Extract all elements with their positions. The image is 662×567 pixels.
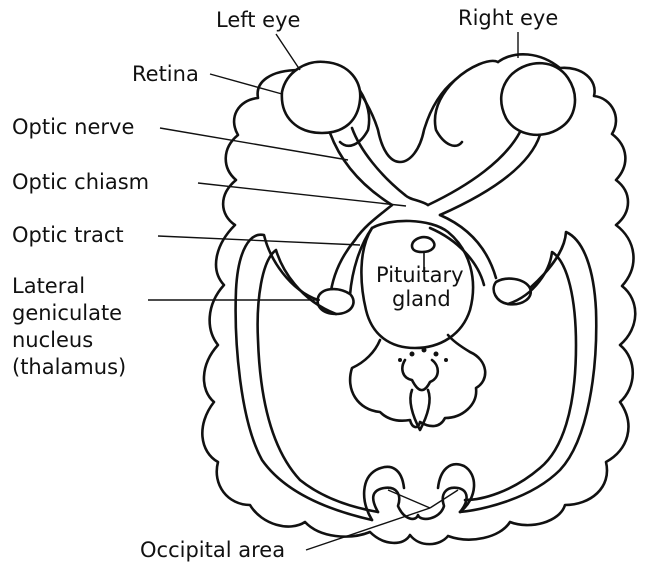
label-pituitary-line1: Pituitary [376, 263, 464, 287]
pituitary-gland-shape [412, 237, 434, 252]
right-optic-nerve [428, 132, 520, 205]
label-left-eye: Left eye [216, 8, 300, 32]
left-lgn [318, 289, 354, 314]
left-eye [282, 62, 360, 133]
label-optic-nerve: Optic nerve [12, 115, 134, 139]
label-lgn-line3: nucleus [12, 328, 93, 352]
label-lgn-line4: (thalamus) [12, 355, 126, 379]
label-lgn-line2: geniculate [12, 301, 122, 325]
label-occipital-area: Occipital area [140, 538, 285, 562]
label-optic-tract: Optic tract [12, 223, 124, 247]
label-lgn-line1: Lateral [12, 274, 85, 298]
label-pituitary-line2: gland [392, 287, 451, 311]
right-frontal-gyrus [435, 80, 462, 146]
right-eye [501, 63, 575, 135]
label-right-eye: Right eye [458, 6, 558, 30]
label-retina: Retina [132, 62, 199, 86]
right-lgn [494, 279, 531, 305]
label-optic-chiasm: Optic chiasm [12, 170, 149, 194]
